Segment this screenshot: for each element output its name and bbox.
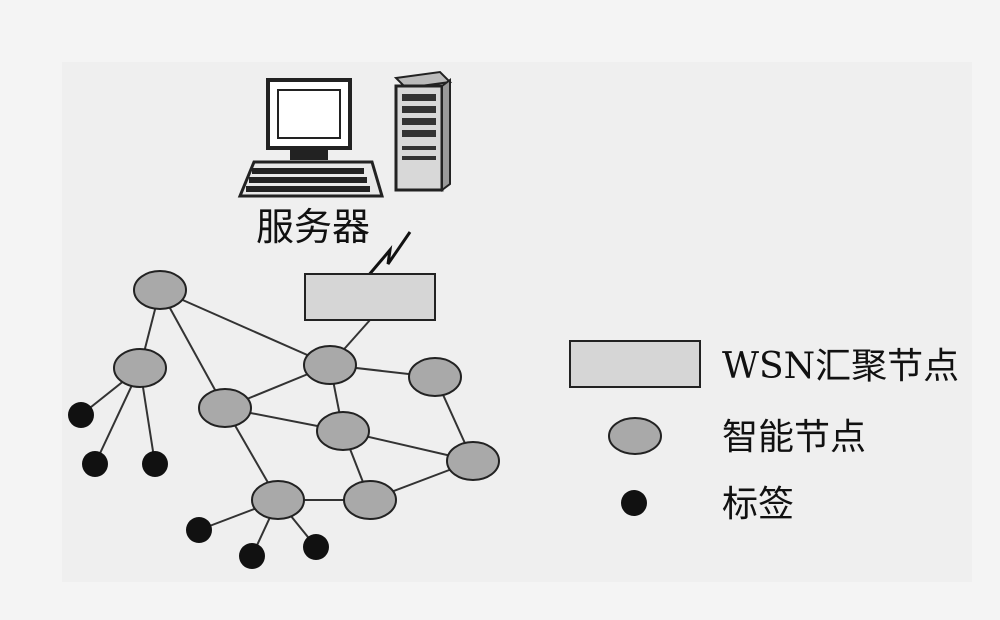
smart-node — [343, 480, 397, 520]
server-tower-icon — [393, 70, 453, 192]
smart-node — [446, 441, 500, 481]
legend-tag-label: 标签 — [722, 484, 794, 525]
tag-node — [82, 451, 108, 477]
smart-node — [198, 388, 252, 428]
diagram-panel — [62, 62, 972, 582]
edge-n1-n4 — [159, 289, 331, 366]
smart-nodes — [113, 270, 500, 520]
smart-node — [113, 348, 167, 388]
server-label: 服务器 — [256, 205, 370, 249]
tag-node — [303, 534, 329, 560]
smart-node — [316, 411, 370, 451]
smart-node — [408, 357, 462, 397]
tag-node — [186, 517, 212, 543]
tag-node — [68, 402, 94, 428]
legend-smart-swatch — [608, 417, 662, 455]
legend-sink-label: WSN汇聚节点 — [722, 346, 959, 387]
wireless-link-icon — [366, 231, 412, 277]
tag-node — [239, 543, 265, 569]
legend-sink-swatch — [569, 340, 701, 388]
smart-node — [303, 345, 357, 385]
legend-smart-label: 智能节点 — [722, 417, 866, 458]
smart-node — [133, 270, 187, 310]
tags — [68, 402, 329, 569]
edge-n1-n3 — [159, 289, 226, 409]
tag-node — [142, 451, 168, 477]
computer-icon — [237, 78, 385, 198]
legend: WSN汇聚节点 智能节点 标签 — [569, 340, 959, 525]
wsn-sink-node — [304, 273, 436, 321]
smart-node — [251, 480, 305, 520]
legend-tag-swatch — [621, 490, 647, 516]
